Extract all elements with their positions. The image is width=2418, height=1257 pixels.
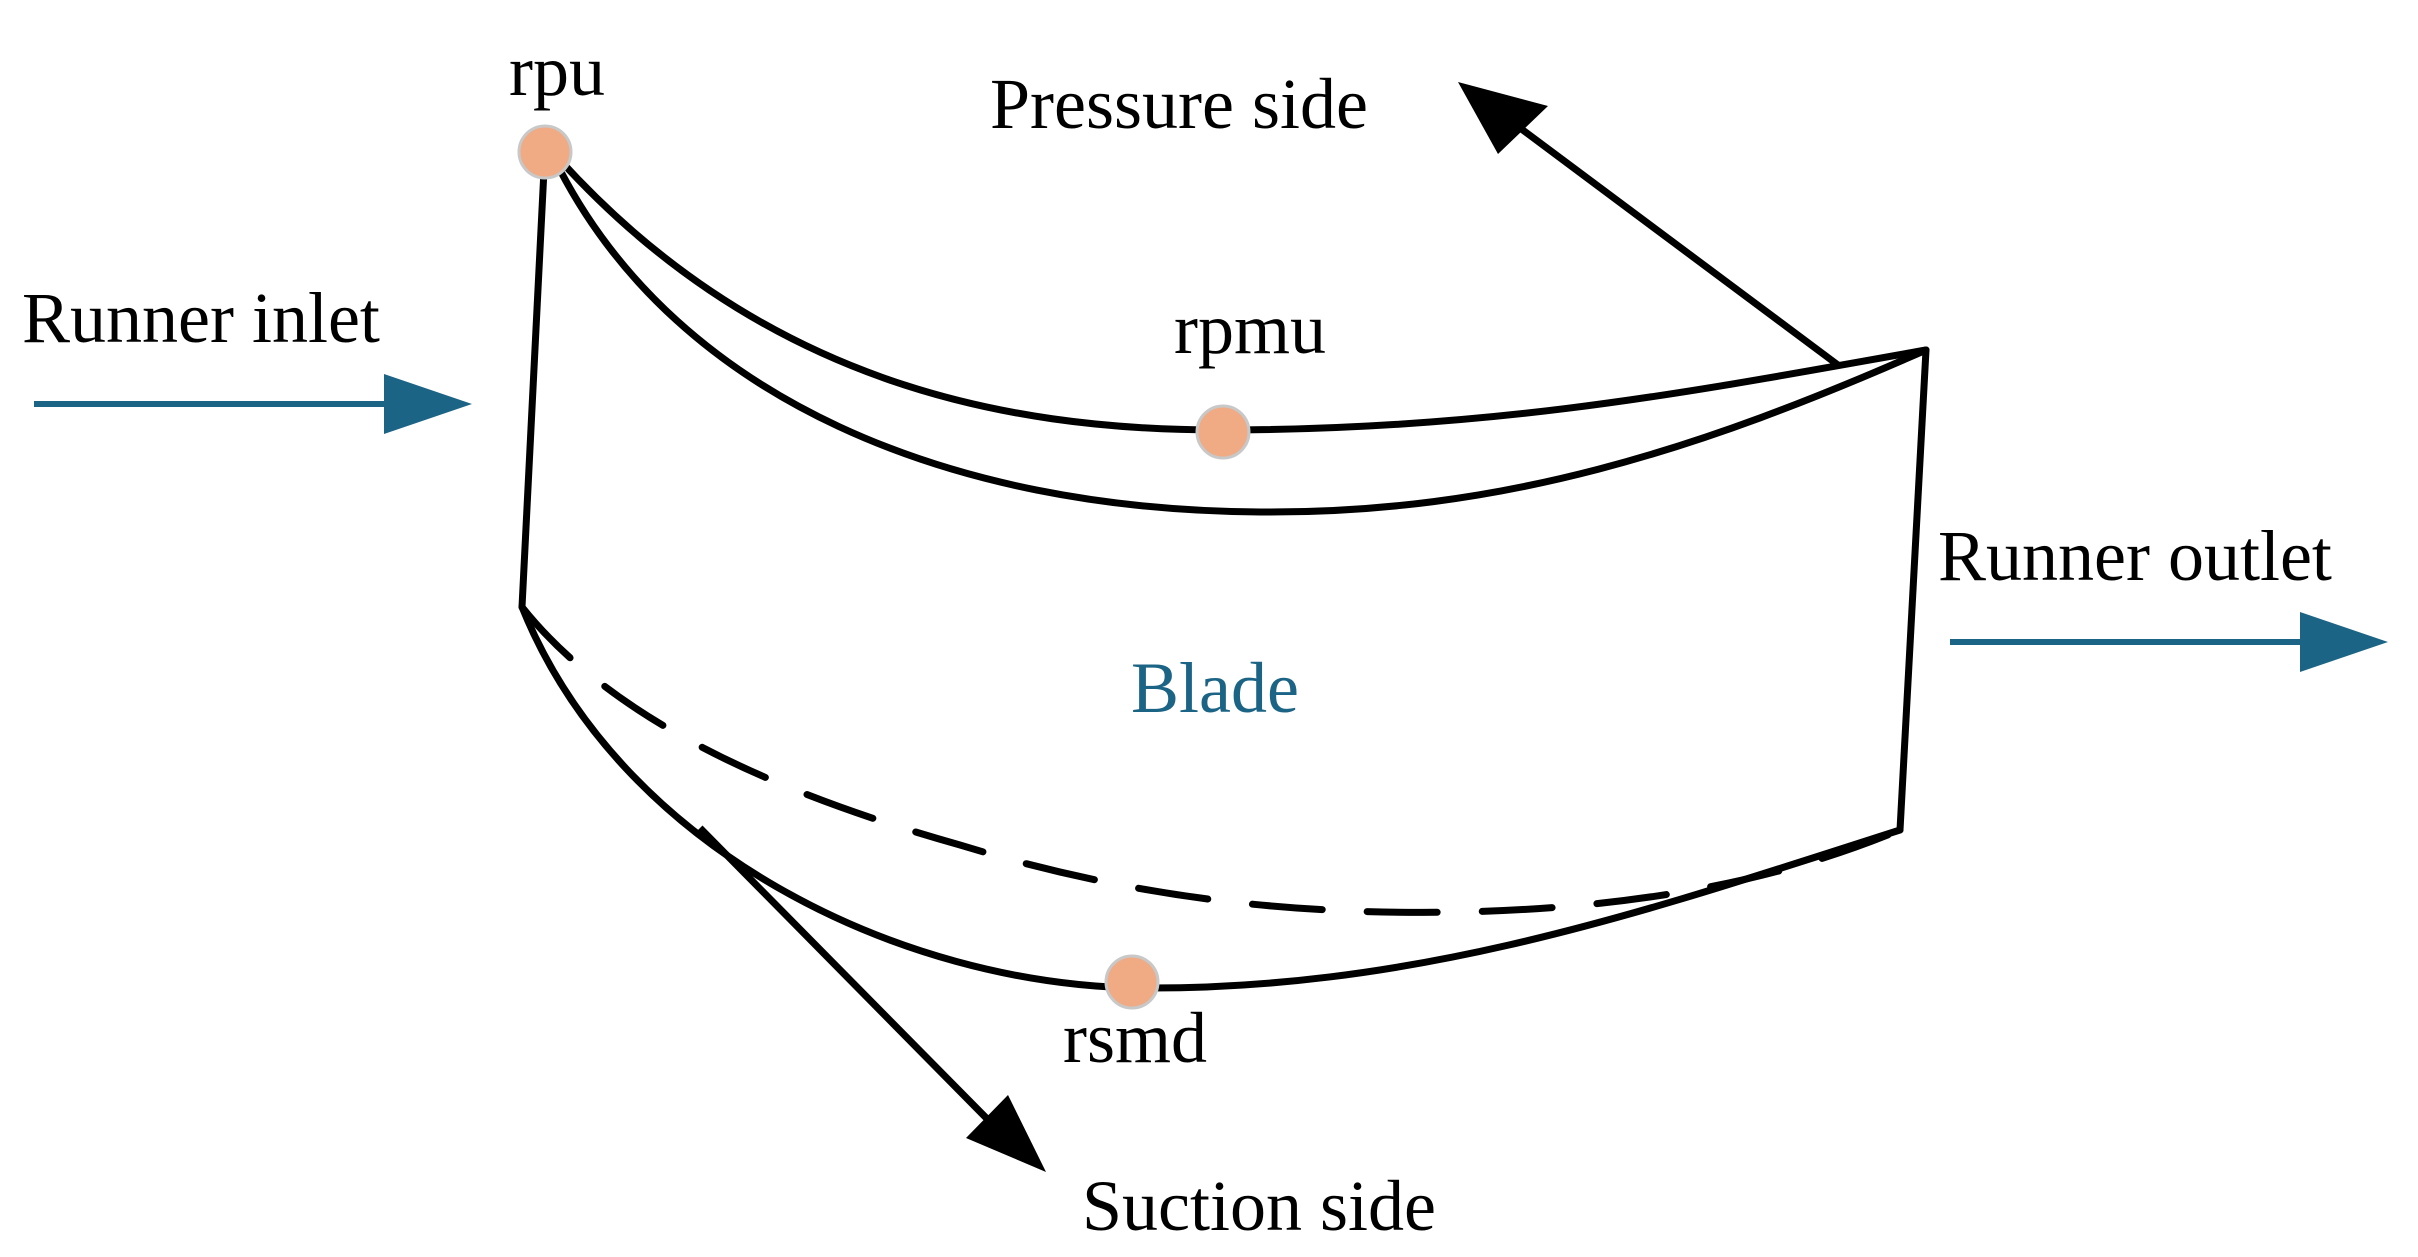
pressure-side-arrowhead: [1458, 82, 1548, 154]
blade-leading-edge: [518, 146, 549, 611]
rpmu-label: rpmu: [1174, 289, 1326, 369]
rsmd-marker: [1104, 954, 1160, 1010]
suction-side-arrow: [697, 825, 1046, 1172]
rpu-marker: [517, 124, 573, 180]
runner-inlet-label: Runner inlet: [22, 278, 380, 358]
blade-label: Blade: [1131, 648, 1299, 728]
upper-curve-inner: [556, 166, 1930, 516]
blade-trailing-edge: [1896, 346, 1930, 834]
suction-side-label: Suction side: [1082, 1166, 1436, 1246]
rpu-label: rpu: [509, 31, 605, 111]
suction-side-arrowhead: [966, 1095, 1046, 1172]
pressure-side-label: Pressure side: [990, 64, 1368, 144]
rsmd-label: rsmd: [1063, 998, 1207, 1078]
rpmu-marker: [1195, 404, 1251, 460]
runner-outlet-label: Runner outlet: [1938, 516, 2332, 596]
pressure-side-arrow: [1458, 82, 1841, 368]
runner-outlet-arrow: [1950, 612, 2388, 672]
runner-inlet-arrowhead: [384, 374, 472, 434]
runner-inlet-arrow: [34, 374, 472, 434]
runner-outlet-arrowhead: [2300, 612, 2388, 672]
lower-curve-dashed: [518, 603, 1904, 916]
